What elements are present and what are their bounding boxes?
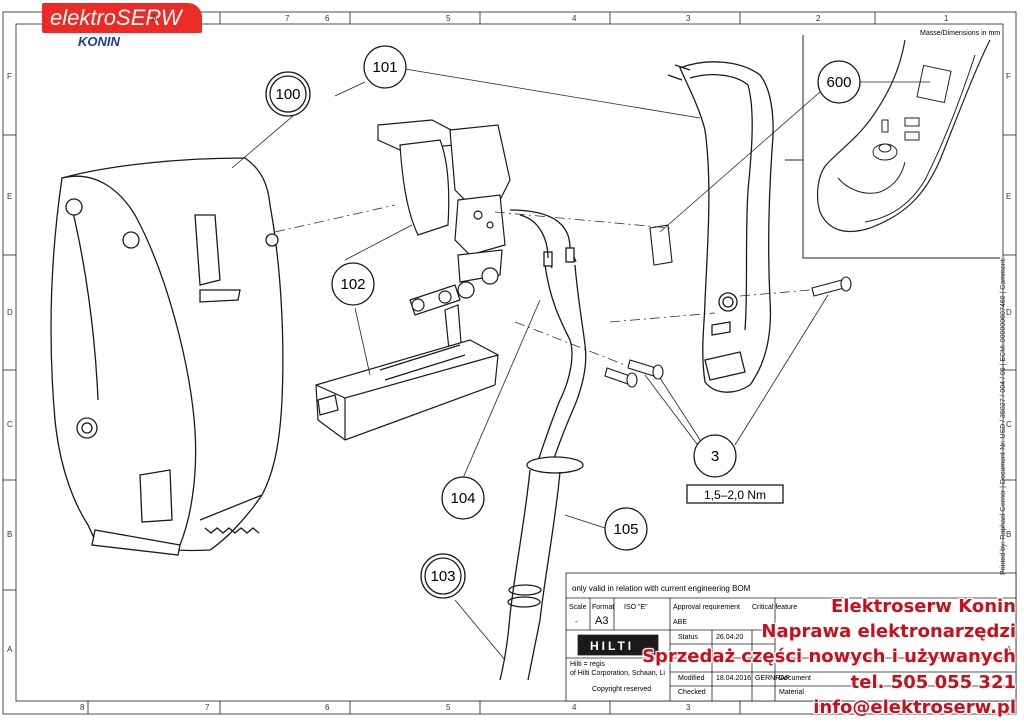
advert-email: info@elektroserw.pl: [813, 697, 1016, 718]
brand-logo: [42, 3, 202, 33]
advert-company: Elektroserw Konin: [831, 596, 1016, 617]
callout-105: 105: [613, 521, 638, 538]
callout-circles: [265, 45, 861, 599]
brand-city: KONIN: [78, 34, 120, 49]
ruler-top-5: 5: [446, 14, 451, 23]
brand-name: elektroSERW: [50, 5, 182, 30]
ruler-right-E: E: [1006, 192, 1012, 201]
modified-by: GERNRAP: [755, 675, 790, 682]
print-info-note: Printed by: Raphael Gerner | Document-Nr…: [1000, 257, 1007, 575]
ruler-left-A: A: [7, 645, 13, 654]
ruler-bottom-1: 1: [944, 703, 949, 712]
ruler-top-4: 4: [572, 14, 577, 23]
ruler-right-C: C: [1006, 420, 1012, 429]
copyright-note: Copyright reserved: [592, 686, 652, 693]
scale-label: Scale: [569, 604, 587, 611]
ruler-top-7: 7: [285, 14, 290, 23]
ruler-top-3: 3: [686, 14, 691, 23]
hilti-note-1: Hilti = regis: [570, 661, 605, 668]
part-100-housing: [50, 157, 284, 556]
ruler-left-E: E: [7, 192, 13, 201]
format-value: A3: [595, 615, 609, 627]
ruler-bottom-7: 7: [205, 703, 210, 712]
ruler-top-2: 2: [816, 14, 821, 23]
part-101-grip-cover: [667, 61, 774, 393]
advert-parts: Sprzedaż części nowych i używanych: [642, 646, 1016, 667]
callout-104: 104: [450, 490, 475, 507]
critical-feature: Critical feature: [752, 604, 798, 611]
material-label: Material: [779, 689, 804, 696]
callout-102: 102: [340, 276, 365, 293]
validity-note: only valid in relation with current engi…: [572, 584, 751, 593]
callout-labels: 100 101 102 103 104 105 600 3 1,5–2,0 Nm: [275, 59, 851, 585]
document-label: Document: [779, 675, 811, 682]
advert-service: Naprawa elektronarzędzi: [761, 621, 1016, 642]
ruler-left-F: F: [7, 72, 12, 81]
ruler-left-C: C: [7, 420, 13, 429]
part-600-label: [649, 224, 673, 266]
iso-label: ISO "E": [624, 604, 648, 611]
modified-date: 18.04.2016: [716, 675, 752, 682]
detail-dimensions-note: Masse/Dimensions in mm: [920, 30, 1001, 37]
drawing-frame: [2, 11, 1017, 715]
ruler-right-D: D: [1006, 308, 1012, 317]
callout-103: 103: [430, 568, 455, 585]
assembly-lines: [274, 204, 811, 366]
callout-3: 3: [711, 448, 719, 465]
approval-requirement: Approval requirement: [673, 604, 740, 611]
part-102-switch: [315, 119, 511, 441]
abe-label: ABE: [673, 619, 688, 626]
status-date: 26.04.20: [716, 634, 744, 641]
callout-101: 101: [372, 59, 397, 76]
ruler-top-8: 8: [152, 14, 157, 23]
ruler-right-B: B: [1006, 530, 1012, 539]
leader-lines: [231, 68, 930, 661]
torque-spec: 1,5–2,0 Nm: [704, 488, 766, 502]
format-label: Format: [592, 604, 615, 611]
ruler-bottom-8: 8: [80, 703, 85, 712]
detail-view: [785, 35, 1000, 259]
ruler-bottom-6: 6: [325, 703, 330, 712]
status-label: Status: [678, 634, 698, 641]
hilti-logo: HILTI: [590, 639, 635, 653]
scale-value: -: [575, 617, 578, 626]
ruler-bottom-5: 5: [446, 703, 451, 712]
ruler-left-D: D: [7, 308, 13, 317]
ruler-bottom-2: 2: [816, 703, 821, 712]
hilti-note-2: of Hilti Corporation, Schaan, Li: [570, 670, 665, 677]
checked-label: Checked: [678, 689, 706, 696]
modified-label: Modified: [678, 675, 705, 682]
ruler-left-B: B: [7, 530, 13, 539]
part-3-screws: [604, 276, 852, 388]
ruler-right-F: F: [1006, 72, 1011, 81]
callout-100: 100: [275, 86, 300, 103]
title-block-frame: [565, 572, 1017, 702]
advert-phone: tel. 505 055 321: [850, 672, 1016, 693]
ruler-bottom-4: 4: [572, 703, 577, 712]
ruler-right-A: A: [1006, 645, 1012, 654]
part-105-cable: [499, 209, 587, 681]
callout-600: 600: [826, 74, 851, 91]
ruler-top-6: 6: [325, 14, 330, 23]
ruler-bottom-3: 3: [686, 703, 691, 712]
ruler-top-1: 1: [944, 14, 949, 23]
